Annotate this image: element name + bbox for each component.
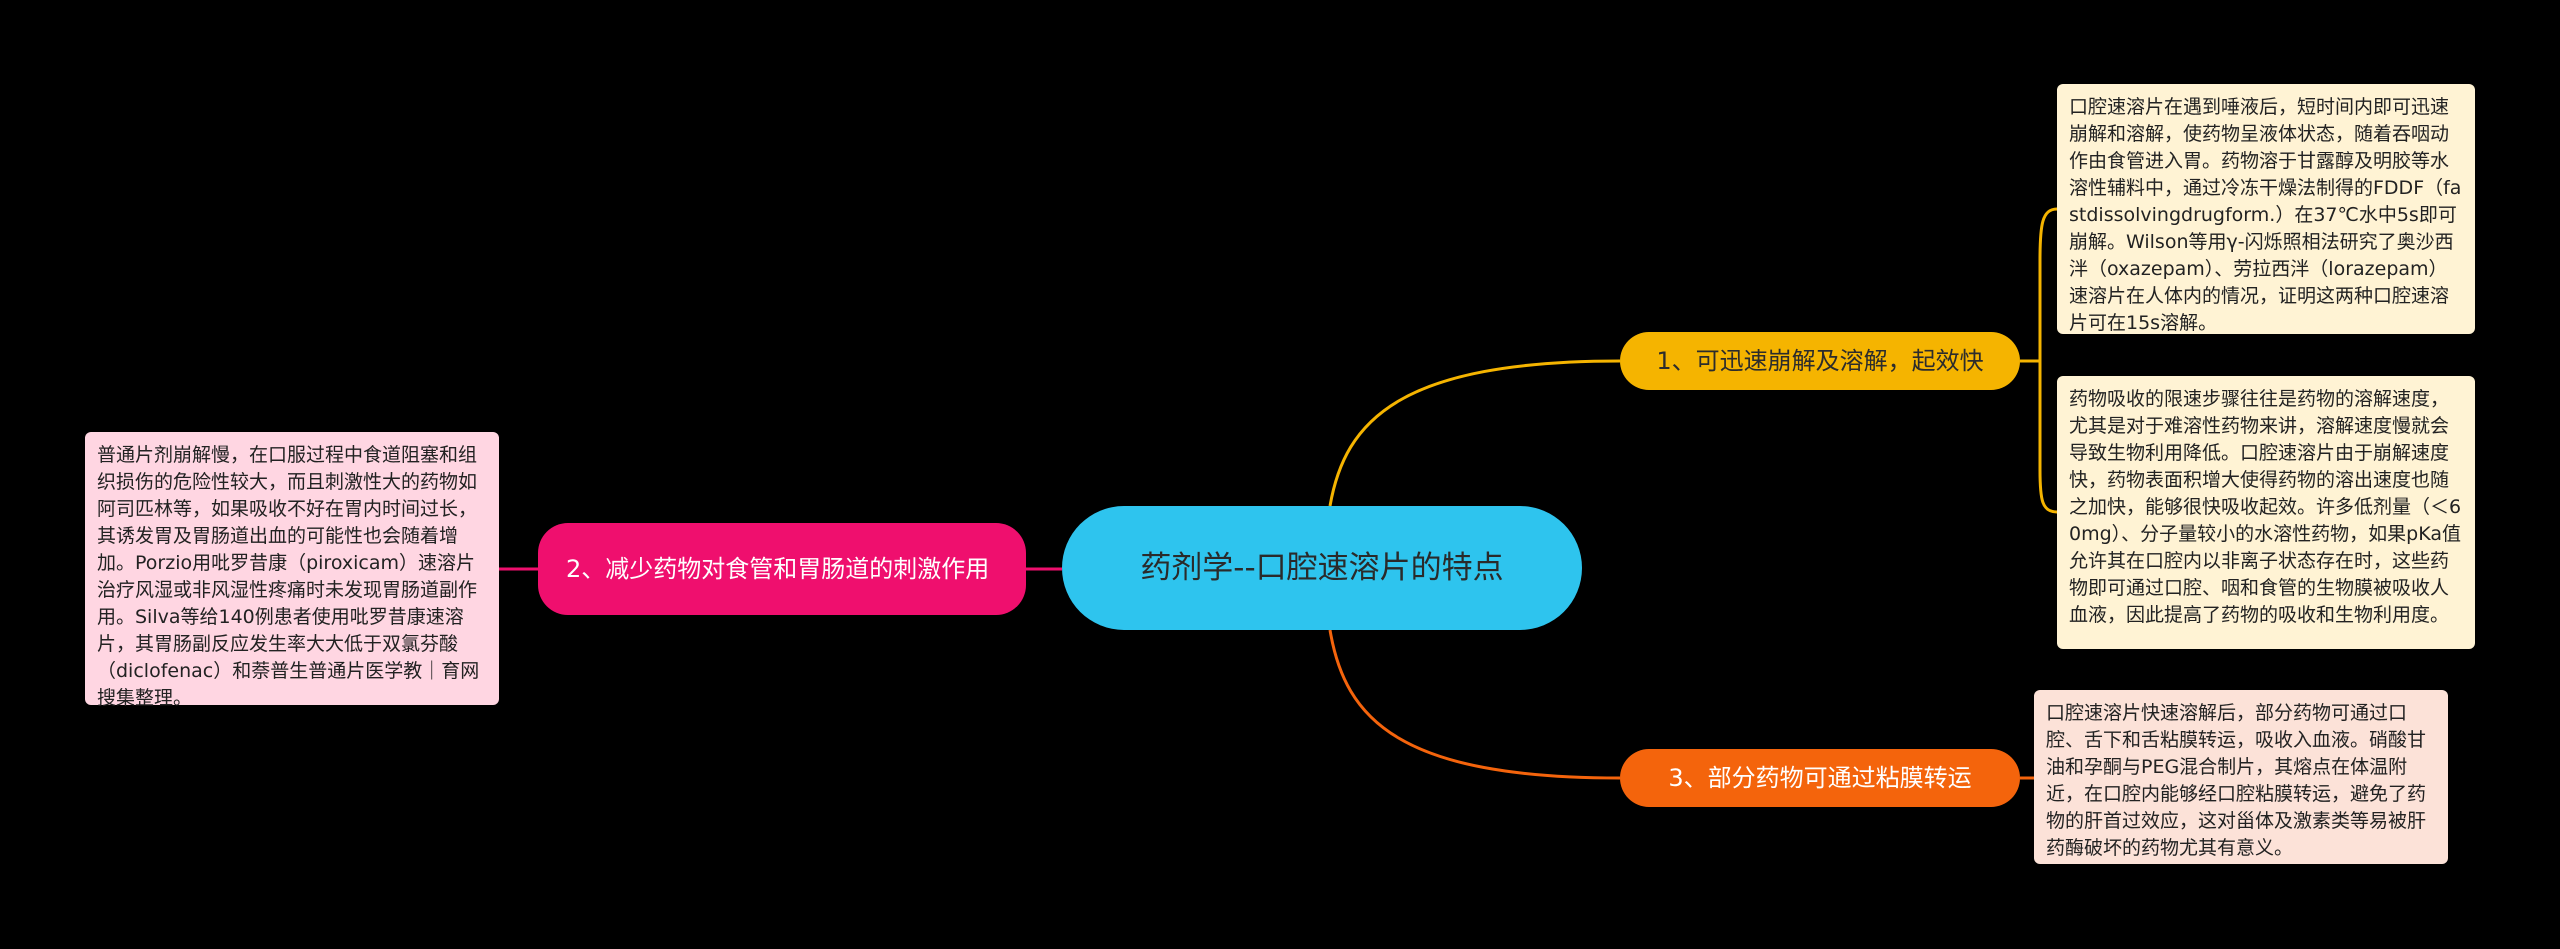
central-topic[interactable]: 药剂学--口腔速溶片的特点: [1062, 506, 1582, 630]
branch-label: 3、部分药物可通过粘膜转运: [1668, 763, 1972, 792]
detail-note[interactable]: 药物吸收的限速步骤往往是药物的溶解速度，尤其是对于难溶性药物来讲，溶解速度慢就会…: [2057, 376, 2475, 649]
link-branch1-leaves: [2020, 207, 2058, 514]
branch-reduce-irritation[interactable]: 2、减少药物对食管和胃肠道的刺激作用: [538, 523, 1026, 615]
branch-label: 2、减少药物对食管和胃肠道的刺激作用: [566, 554, 990, 583]
branch-label: 1、可迅速崩解及溶解，起效快: [1656, 346, 1984, 375]
central-topic-label: 药剂学--口腔速溶片的特点: [1140, 550, 1504, 586]
detail-note[interactable]: 口腔速溶片在遇到唾液后，短时间内即可迅速崩解和溶解，使药物呈液体状态，随着吞咽动…: [2057, 84, 2475, 334]
link-central-branch1: [1328, 359, 1621, 507]
link-central-branch3: [1328, 629, 1621, 780]
detail-note[interactable]: 普通片剂崩解慢，在口服过程中食道阻塞和组织损伤的危险性较大，而且刺激性大的药物如…: [85, 432, 499, 709]
detail-note[interactable]: 口腔速溶片快速溶解后，部分药物可通过口腔、舌下和舌粘膜转运，吸收入血液。硝酸甘油…: [2034, 690, 2448, 864]
branch-mucosal-transport[interactable]: 3、部分药物可通过粘膜转运: [1620, 749, 2020, 807]
branch-rapid-disintegration[interactable]: 1、可迅速崩解及溶解，起效快: [1620, 332, 2020, 390]
